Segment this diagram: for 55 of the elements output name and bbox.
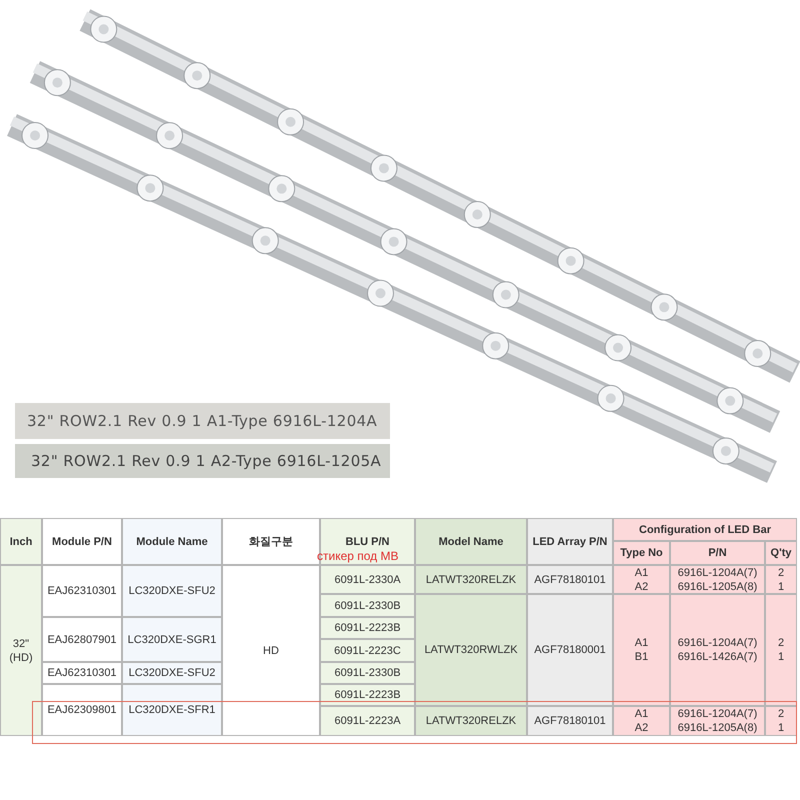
cell-text: LATWT320RELZK <box>426 572 516 586</box>
cell-text: A2 <box>634 721 648 735</box>
cell-text: 6091L-2223C <box>334 644 401 658</box>
cell-text: A1 <box>634 707 648 721</box>
cell-text: 1 <box>778 721 784 735</box>
cell-text: LED Array P/N <box>532 534 608 548</box>
cell-text: 2 <box>778 636 784 650</box>
cell-text: EAJ62310301 <box>47 584 117 598</box>
cell-text: Inch <box>10 534 32 548</box>
annotation-text: стикер под MB <box>317 549 399 563</box>
cell-text: B1 <box>634 650 648 664</box>
cell-text: Q'ty <box>770 546 792 560</box>
cell-text: A2 <box>634 580 648 594</box>
sticker-text: 32" ROW2.1 Rev 0.9 1 A2-Type 6916L-1205A <box>15 444 390 478</box>
cell-text: 6091L-2330B <box>334 666 401 680</box>
cell-text: AGF78180001 <box>534 643 606 657</box>
cell-text: LC320DXE-SGR1 <box>128 632 216 646</box>
cell-text: 32" (HD) <box>8 636 34 664</box>
cell-text: LC320DXE-SFU2 <box>128 666 216 680</box>
cell-text: 6916L-1204A(7) <box>678 566 758 580</box>
cell-text: 2 <box>778 707 784 721</box>
cell-text: LATWT320RELZK <box>426 714 516 728</box>
cell-text: BLU P/N <box>346 534 390 548</box>
cell-text: 2 <box>778 566 784 580</box>
cell-text: P/N <box>708 546 727 560</box>
cell-text: Module Name <box>136 534 208 548</box>
cell-text: 6091L-2223A <box>334 714 401 728</box>
cell-text: AGF78180101 <box>534 572 606 586</box>
cell-text: 6091L-2223B <box>334 621 401 635</box>
cell-text: 화질구분 <box>249 534 293 548</box>
cell-text: 6916L-1426A(7) <box>678 650 758 664</box>
cell-text: Type No <box>620 546 663 560</box>
cell-text: 6916L-1205A(8) <box>678 721 758 735</box>
sticker-text: 32" ROW2.1 Rev 0.9 1 A1-Type 6916L-1204A <box>15 403 390 439</box>
cell-text: A1 <box>634 636 648 650</box>
cell-text: 6916L-1205A(8) <box>678 580 758 594</box>
cell-text: EAJ62807901 <box>47 632 117 646</box>
cell-text: Module P/N <box>52 534 112 548</box>
cell-text: 6916L-1204A(7) <box>678 636 758 650</box>
cell-text: LC320DXE-SFU2 <box>128 584 216 598</box>
cell-text: LATWT320RWLZK <box>424 643 518 657</box>
cell-text: Model Name <box>438 534 504 548</box>
cell-text: 6916L-1204A(7) <box>678 707 758 721</box>
cell-text: 6091L-2223B <box>334 688 401 702</box>
cell-text: A1 <box>634 566 648 580</box>
cell-text: Configuration of LED Bar <box>639 522 771 536</box>
cell-text: 1 <box>778 650 784 664</box>
cell-text: HD <box>263 644 279 658</box>
cell-text: 6091L-2330A <box>334 572 401 586</box>
cell-text: 6091L-2330B <box>334 598 401 612</box>
cell-text: LC320DXE-SFR1 <box>128 703 216 717</box>
cell-text: EAJ62309801 <box>47 703 117 717</box>
cell-text: 1 <box>778 580 784 594</box>
cell-text: AGF78180101 <box>534 714 606 728</box>
cell-text: EAJ62310301 <box>47 666 117 680</box>
